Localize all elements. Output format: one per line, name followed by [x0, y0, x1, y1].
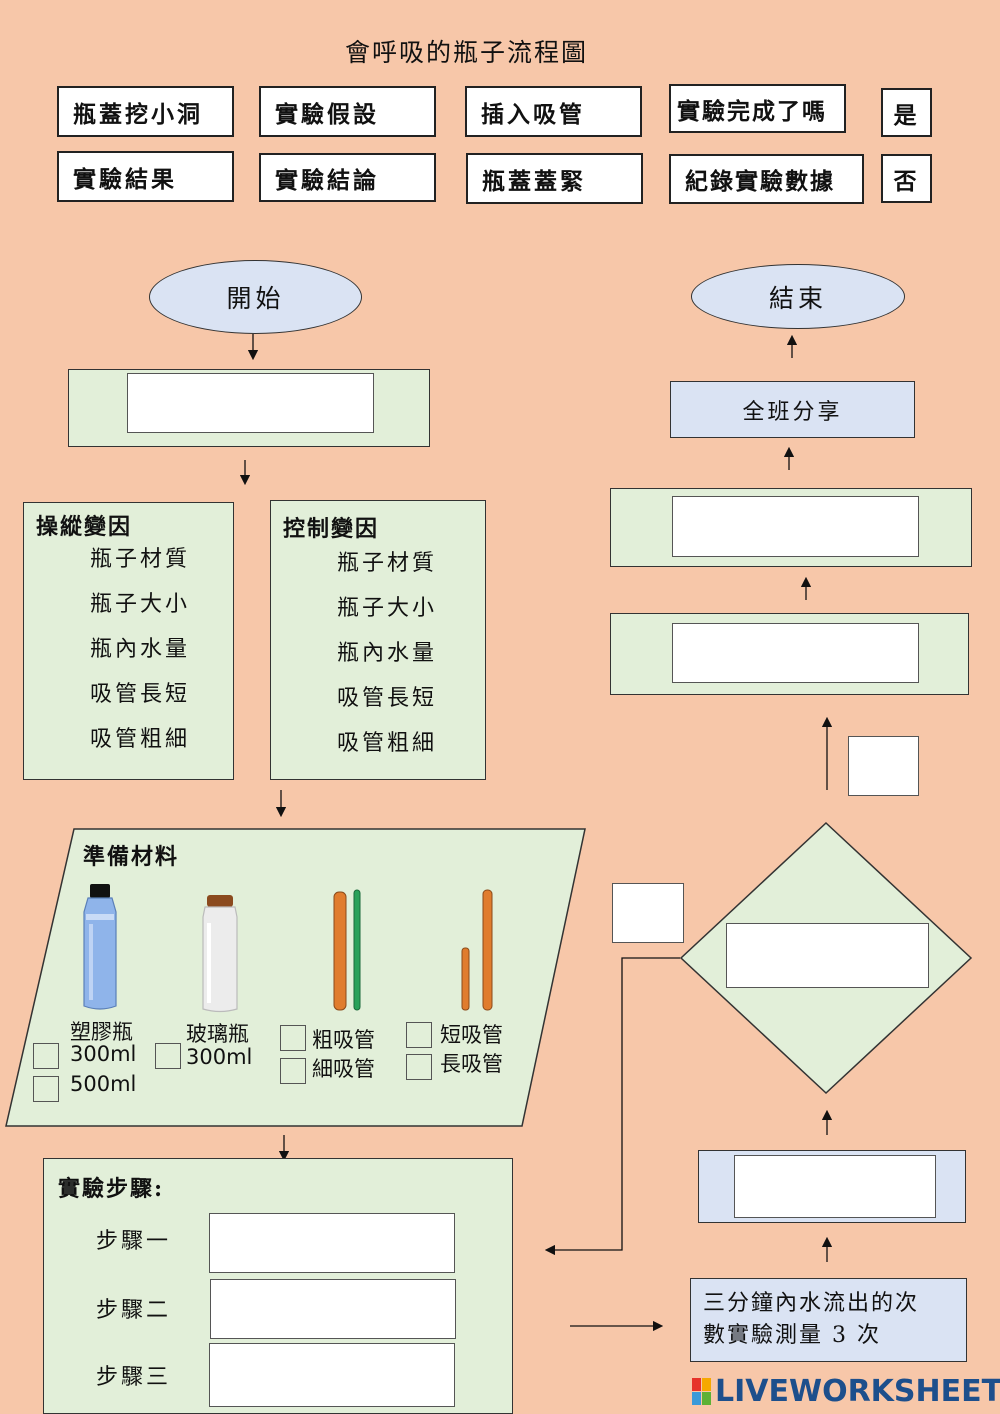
thick-thin-straws-image [330, 888, 364, 1014]
materials-title: 準備材料 [83, 839, 179, 871]
manipulated-title: 操縱變因 [36, 509, 132, 541]
controlled-variables-box: 控制變因 瓶子材質 瓶子大小 瓶內水量 吸管長短 吸管粗細 [270, 500, 486, 780]
thin-straw-label: 細吸管 [312, 1053, 375, 1083]
checkbox-plastic-300ml[interactable] [33, 1043, 59, 1069]
measurement-text-line2: 數實驗測量 3 次 [703, 1320, 954, 1352]
conclusion-input[interactable] [672, 496, 919, 557]
long-straw-label: 長吸管 [440, 1048, 503, 1078]
step-two-label: 步驟二 [96, 1292, 171, 1324]
yes-answer-input[interactable] [848, 736, 919, 796]
controlled-item[interactable]: 吸管長短 [337, 680, 437, 712]
manipulated-item[interactable]: 瓶子材質 [90, 541, 190, 573]
glass-bottle-label: 玻璃瓶 [186, 1018, 249, 1048]
short-long-straws-image [458, 888, 498, 1014]
class-share-box: 全班分享 [670, 381, 915, 438]
measurement-text-line1: 三分鐘內水流出的次 [703, 1288, 954, 1320]
step-three-label: 步驟三 [96, 1359, 171, 1391]
no-answer-input[interactable] [612, 883, 684, 943]
liveworksheets-logo-text: LIVEWORKSHEETS [715, 1374, 1000, 1409]
controlled-item[interactable]: 瓶子大小 [337, 590, 437, 622]
step-one-label: 步驟一 [96, 1223, 171, 1255]
step-three-input[interactable] [209, 1343, 455, 1407]
end-terminal: 結束 [691, 264, 905, 329]
checkbox-thick-straw[interactable] [280, 1025, 306, 1051]
checkbox-glass-300ml[interactable] [155, 1043, 181, 1069]
liveworksheets-logo-icon [692, 1378, 712, 1406]
controlled-item[interactable]: 吸管粗細 [337, 725, 437, 757]
glass-300ml-label: 300ml [186, 1045, 252, 1069]
manipulated-item[interactable]: 吸管長短 [90, 676, 190, 708]
glass-bottle-image [200, 893, 240, 1015]
steps-title: 實驗步驟: [58, 1171, 164, 1203]
checkbox-thin-straw[interactable] [280, 1058, 306, 1084]
record-data-input[interactable] [734, 1155, 936, 1218]
controlled-item[interactable]: 瓶子材質 [337, 545, 437, 577]
checkbox-long-straw[interactable] [406, 1054, 432, 1080]
plastic-500ml-label: 500ml [70, 1072, 136, 1096]
checkbox-plastic-500ml[interactable] [33, 1076, 59, 1102]
controlled-item[interactable]: 瓶內水量 [337, 635, 437, 667]
decision-input[interactable] [726, 923, 929, 988]
controlled-title: 控制變因 [283, 511, 379, 543]
manipulated-item[interactable]: 吸管粗細 [90, 721, 190, 753]
manipulated-item[interactable]: 瓶內水量 [90, 631, 190, 663]
checkbox-short-straw[interactable] [406, 1022, 432, 1048]
manipulated-item[interactable]: 瓶子大小 [90, 586, 190, 618]
measurement-box: 三分鐘內水流出的次 數實驗測量 3 次 [690, 1278, 967, 1362]
short-straw-label: 短吸管 [440, 1019, 503, 1049]
start-terminal: 開始 [149, 260, 362, 334]
plastic-300ml-label: 300ml [70, 1042, 136, 1066]
result-input[interactable] [672, 623, 919, 683]
thick-straw-label: 粗吸管 [312, 1024, 375, 1054]
hypothesis-input[interactable] [127, 373, 374, 433]
step-one-input[interactable] [209, 1213, 455, 1273]
step-two-input[interactable] [210, 1279, 456, 1339]
liveworksheets-logo: LIVEWORKSHEETS [692, 1374, 1000, 1409]
plastic-bottle-image [80, 882, 120, 1012]
manipulated-variables-box: 操縱變因 瓶子材質 瓶子大小 瓶內水量 吸管長短 吸管粗細 [23, 502, 234, 780]
